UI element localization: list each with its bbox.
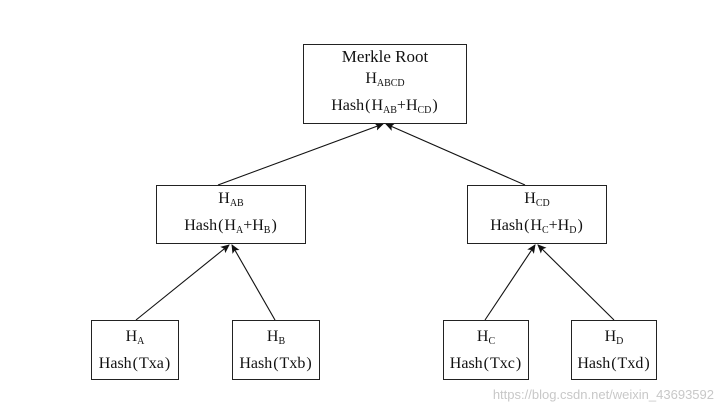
leaf-b-label: HB — [266, 327, 286, 347]
leaf-b-hash: Hash(Txb) — [239, 354, 312, 372]
leaf-d-hash: Hash(Txd) — [577, 354, 650, 372]
leaf-node-d: HD Hash(Txd) — [571, 320, 657, 380]
hash-cd-formula: Hash(HC+HD) — [490, 216, 583, 236]
leaf-node-b: HB Hash(Txb) — [232, 320, 320, 380]
hash-ab-node: HAB Hash(HA+HB) — [156, 185, 306, 244]
hash-cd-label: HCD — [524, 189, 550, 209]
merkle-root-node: Merkle Root HABCD Hash(HAB+HCD) — [303, 44, 467, 124]
leaf-a-hash: Hash(Txa) — [98, 354, 171, 372]
watermark-text: https://blog.csdn.net/weixin_43693592 — [492, 387, 714, 402]
edge-cd-to-root — [385, 123, 526, 186]
edge-b-to-ab — [231, 244, 276, 321]
edge-ab-to-root — [217, 123, 384, 186]
hash-cd-node: HCD Hash(HC+HD) — [467, 185, 607, 244]
hash-ab-formula: Hash(HA+HB) — [184, 216, 277, 236]
leaf-c-label: HC — [476, 327, 496, 347]
leaf-a-label: HA — [125, 327, 145, 347]
edge-a-to-ab — [135, 244, 230, 321]
edge-c-to-cd — [484, 244, 536, 321]
leaf-node-a: HA Hash(Txa) — [91, 320, 179, 380]
merkle-root-label: HABCD — [365, 70, 405, 89]
leaf-d-label: HD — [604, 327, 624, 347]
merkle-root-hash: Hash(HAB+HCD) — [331, 97, 438, 116]
leaf-node-c: HC Hash(Txc) — [443, 320, 529, 380]
edge-d-to-cd — [537, 244, 615, 321]
hash-ab-label: HAB — [218, 189, 244, 209]
merkle-root-title: Merkle Root — [341, 47, 429, 66]
leaf-c-hash: Hash(Txc) — [449, 354, 522, 372]
